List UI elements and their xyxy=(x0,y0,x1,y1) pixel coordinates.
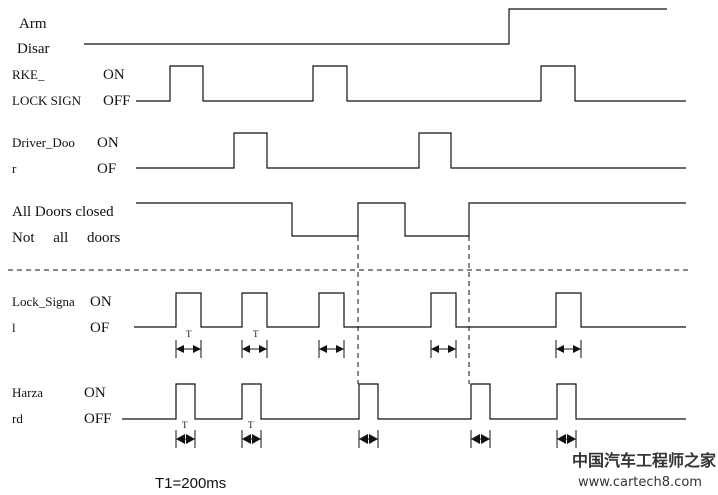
duration-mark-t: T xyxy=(253,329,259,339)
hazard-duration-arrow-5 xyxy=(556,430,577,448)
label-driver-2: r xyxy=(12,161,17,176)
waveform-hazard xyxy=(122,383,686,420)
label-driver-on: ON xyxy=(97,135,119,151)
label-driver-off: OF xyxy=(97,161,116,177)
waveform-all-doors xyxy=(136,202,686,237)
hazard-duration-arrow-4 xyxy=(470,430,491,448)
lock-duration-arrow-1: T xyxy=(175,329,202,358)
label-lock-2: l xyxy=(12,320,16,335)
label-rke-off: OFF xyxy=(103,93,131,109)
t1-note: T1=200ms xyxy=(155,475,226,492)
watermark-cn: 中国汽车工程师之家 xyxy=(572,451,717,470)
lock-duration-arrow-4 xyxy=(430,340,457,358)
label-rke-2: LOCK SIGN xyxy=(12,93,82,108)
waveform-arm xyxy=(84,8,667,45)
label-alldoors-2: Not all doors xyxy=(12,230,120,246)
duration-mark-t: T xyxy=(186,329,192,339)
label-lock-off: OF xyxy=(90,320,109,336)
label-rke-on: ON xyxy=(103,67,125,83)
label-hazard-1: Harza xyxy=(12,385,43,400)
label-driver-1: Driver_Doo xyxy=(12,135,75,150)
waveform-rke-lock-sign xyxy=(136,65,686,102)
waveform-lock-signal xyxy=(134,292,686,328)
label-hazard-on: ON xyxy=(84,385,106,401)
duration-mark-t: T xyxy=(248,420,254,430)
label-lock-1: Lock_Signa xyxy=(12,294,75,309)
label-arm: Arm xyxy=(19,16,47,32)
label-alldoors-1: All Doors closed xyxy=(12,204,114,220)
label-rke-1: RKE_ xyxy=(12,67,45,82)
duration-mark-t: T xyxy=(182,420,188,430)
lock-duration-arrow-5 xyxy=(555,340,582,358)
hazard-duration-arrow-1: T xyxy=(175,420,196,448)
label-hazard-2: rd xyxy=(12,411,23,426)
lock-duration-arrow-3 xyxy=(318,340,345,358)
waveform-driver-door xyxy=(136,132,686,169)
hazard-duration-arrow-2: T xyxy=(241,420,262,448)
label-lock-on: ON xyxy=(90,294,112,310)
lock-duration-arrow-2: T xyxy=(241,329,268,358)
label-hazard-off: OFF xyxy=(84,411,112,427)
label-disarm: Disar xyxy=(17,41,50,57)
watermark-url: www.cartech8.com xyxy=(578,475,702,490)
hazard-duration-arrow-3 xyxy=(358,430,379,448)
